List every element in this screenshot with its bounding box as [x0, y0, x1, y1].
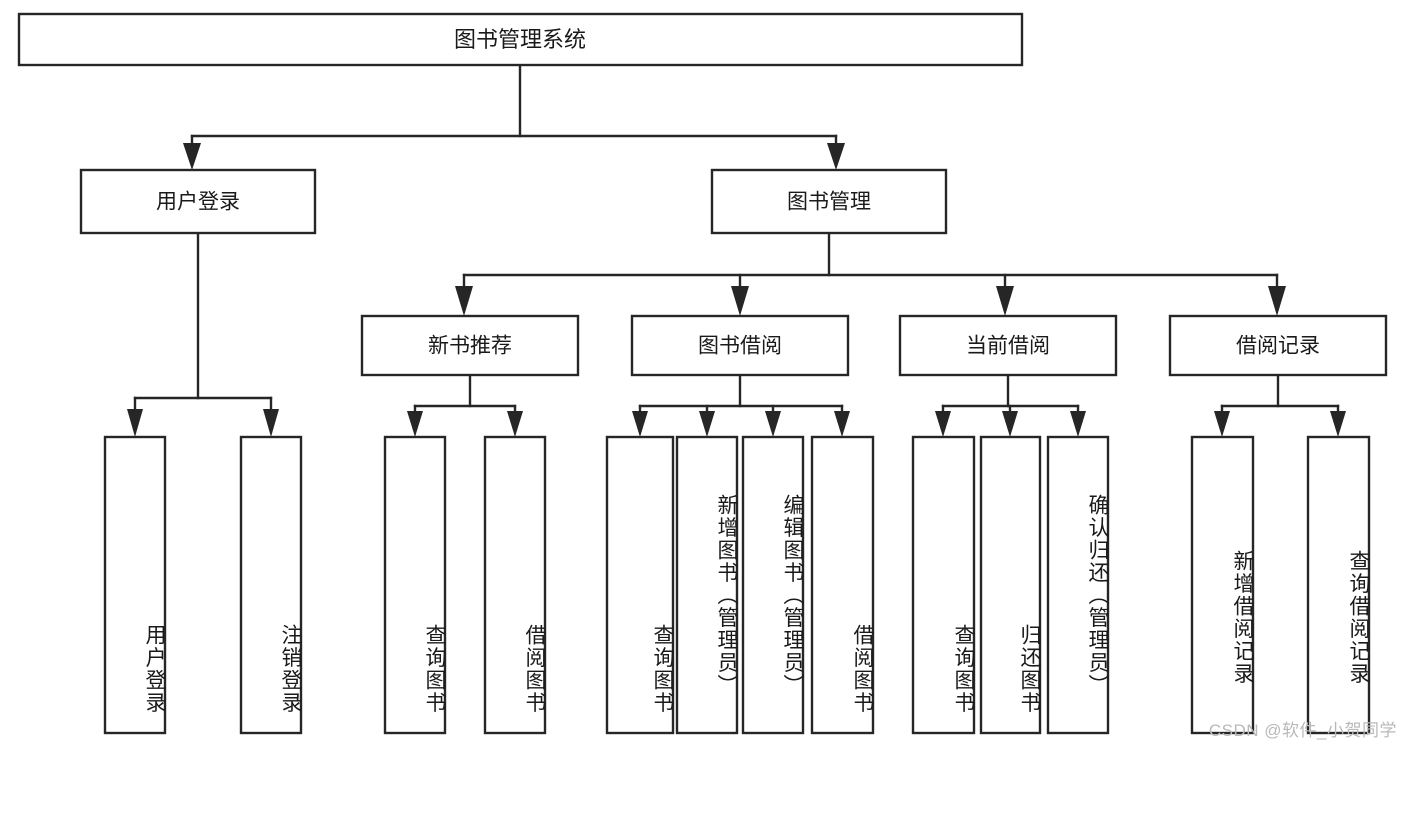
node-user-login-label: 用户登录	[156, 191, 240, 214]
node-current-borrow-label: 当前借阅	[966, 335, 1050, 358]
connector-bookmgmt-to-level3	[455, 231, 1286, 316]
node-user-login-box[interactable]	[79, 168, 317, 235]
leaf-box-logout-login[interactable]	[239, 435, 303, 735]
connector-root-to-level2	[183, 63, 845, 170]
node-book-borrow-label: 图书借阅	[698, 335, 782, 358]
arrow-head-icon	[1070, 411, 1086, 437]
node-borrow-record[interactable]: 借阅记录	[1168, 314, 1388, 377]
arrow-head-icon	[827, 143, 845, 170]
node-book-management-label: 图书管理	[787, 191, 871, 214]
node-book-management[interactable]: 图书管理	[710, 168, 948, 235]
arrow-head-icon	[507, 411, 523, 437]
arrow-head-icon	[127, 409, 143, 437]
arrow-head-icon	[1330, 411, 1346, 437]
leaf-box-query-book-2[interactable]	[605, 435, 675, 735]
arrow-head-icon	[407, 411, 423, 437]
arrow-head-icon	[183, 143, 201, 170]
arrow-head-icon	[455, 286, 473, 316]
arrow-head-icon	[834, 411, 850, 437]
arrow-head-icon	[996, 286, 1014, 316]
arrow-head-icon	[731, 286, 749, 316]
node-book-borrow-box[interactable]	[630, 314, 850, 377]
leaf-box-query-book-3[interactable]	[911, 435, 976, 735]
node-borrow-record-box[interactable]	[1168, 314, 1388, 377]
leaf-box-edit-book[interactable]	[741, 435, 805, 735]
node-current-borrow[interactable]: 当前借阅	[898, 314, 1118, 377]
connector-currentborrow-to-leaves	[935, 373, 1086, 437]
node-current-borrow-box[interactable]	[898, 314, 1118, 377]
arrow-head-icon	[765, 411, 781, 437]
node-new-book-recommend-box[interactable]	[360, 314, 580, 377]
node-user-login[interactable]: 用户登录	[79, 168, 317, 235]
leaf-box-return-book[interactable]	[979, 435, 1042, 735]
arrow-head-icon	[699, 411, 715, 437]
node-new-book-recommend[interactable]: 新书推荐	[360, 314, 580, 377]
leaf-box-add-record[interactable]	[1190, 435, 1255, 735]
node-root-box[interactable]	[17, 12, 1024, 67]
node-book-borrow[interactable]: 图书借阅	[630, 314, 850, 377]
watermark-text: CSDN @软件_小贺同学	[1208, 721, 1397, 740]
node-borrow-record-label: 借阅记录	[1236, 335, 1320, 358]
connector-bookborrow-to-leaves	[632, 373, 850, 437]
arrow-head-icon	[1268, 286, 1286, 316]
node-root-label: 图书管理系统	[454, 27, 586, 52]
node-book-management-box[interactable]	[710, 168, 948, 235]
arrow-head-icon	[1002, 411, 1018, 437]
diagram-canvas: 图书管理系统 用户登录 图书管理 新书推荐 图书借阅 当前借阅 借阅记录	[17, 12, 1388, 735]
leaf-box-add-book[interactable]	[675, 435, 739, 735]
leaf-box-confirm-return[interactable]	[1046, 435, 1110, 735]
arrow-head-icon	[263, 409, 279, 437]
node-new-book-recommend-label: 新书推荐	[428, 335, 512, 358]
arrow-head-icon	[935, 411, 951, 437]
connector-userlogin-to-leaves	[127, 231, 279, 437]
hierarchy-diagram: 图书管理系统 用户登录 图书管理 新书推荐 图书借阅 当前借阅 借阅记录	[17, 12, 1397, 740]
leaf-box-query-book-1[interactable]	[383, 435, 447, 735]
connector-borrowrecord-to-leaves	[1214, 373, 1346, 437]
leaf-box-query-record[interactable]	[1306, 435, 1371, 735]
leaf-box-user-login[interactable]	[103, 435, 167, 735]
node-root[interactable]: 图书管理系统	[17, 12, 1024, 67]
arrow-head-icon	[1214, 411, 1230, 437]
leaf-box-borrow-book-1[interactable]	[483, 435, 547, 735]
leaf-box-borrow-book-2[interactable]	[810, 435, 875, 735]
connector-newbook-to-leaves	[407, 373, 523, 437]
arrow-head-icon	[632, 411, 648, 437]
